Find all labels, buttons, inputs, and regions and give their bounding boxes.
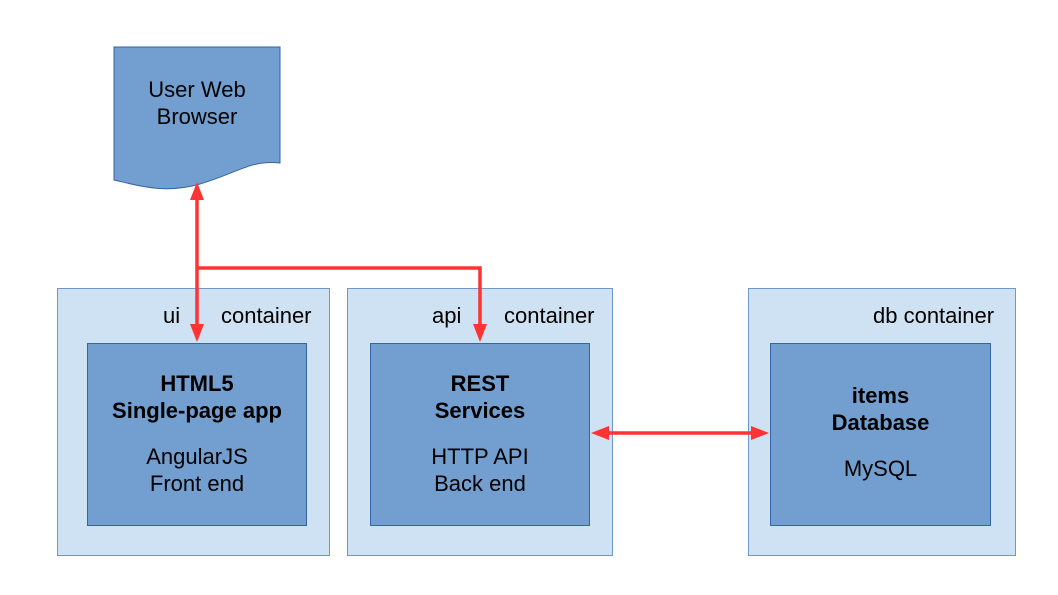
browser-label: User Web Browser bbox=[114, 76, 280, 130]
ui-component-subtitle: Front end bbox=[149, 471, 245, 496]
db-component-subtitle: MySQL bbox=[843, 456, 918, 481]
browser-label-line: User Web bbox=[148, 77, 246, 102]
db-component: items Database MySQL bbox=[770, 343, 991, 526]
ui-component-title: Single-page app bbox=[112, 398, 282, 423]
api-container-name: api bbox=[432, 303, 462, 328]
api-component-subtitle: Back end bbox=[434, 471, 526, 496]
browser-label-line: Browser bbox=[156, 104, 238, 129]
db-container-label: db container bbox=[873, 303, 995, 328]
ui-component-subtitle: AngularJS bbox=[146, 444, 248, 469]
api-component-title: Services bbox=[434, 398, 526, 423]
db-component-title: items bbox=[851, 383, 910, 408]
api-component-subtitle: HTTP API bbox=[431, 444, 529, 469]
ui-component: HTML5 Single-page app AngularJS Front en… bbox=[87, 343, 307, 526]
ui-container-name: ui bbox=[163, 303, 181, 328]
ui-component-title: HTML5 bbox=[160, 371, 234, 396]
api-component-title: REST bbox=[450, 371, 510, 396]
ui-container-suffix: container bbox=[221, 303, 312, 328]
api-container-suffix: container bbox=[504, 303, 595, 328]
db-component-title: Database bbox=[831, 410, 930, 435]
api-component: REST Services HTTP API Back end bbox=[370, 343, 590, 526]
